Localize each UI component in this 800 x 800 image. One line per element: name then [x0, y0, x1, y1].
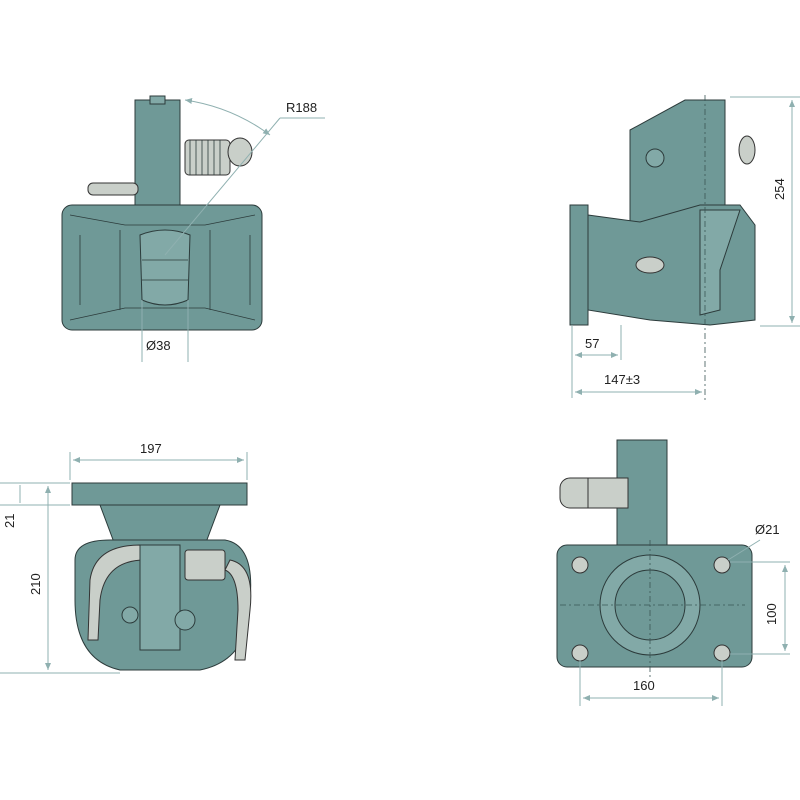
pin-diameter-label: Ø38 [146, 338, 171, 353]
front-view [61, 95, 325, 362]
hole-spacing-vertical-label: 100 [764, 603, 779, 625]
bolt-hole [571, 556, 589, 574]
radius-label: R188 [286, 100, 318, 115]
length-147-label: 147±3 [604, 372, 641, 387]
height-210-label: 210 [28, 573, 43, 595]
side-view [569, 95, 800, 400]
hole-spacing-horizontal-label: 160 [633, 678, 655, 693]
offset-57-label: 57 [585, 336, 600, 351]
top-view [556, 439, 790, 706]
side-plate [569, 204, 589, 326]
mount-post [134, 99, 181, 211]
rear-plate [71, 482, 248, 506]
hole-diameter-label: Ø21 [755, 522, 780, 537]
spring [184, 139, 231, 176]
rear-view [0, 452, 252, 674]
plate-21-label: 21 [2, 513, 17, 528]
height-254-label: 254 [772, 178, 787, 200]
width-197-label: 197 [140, 441, 162, 456]
